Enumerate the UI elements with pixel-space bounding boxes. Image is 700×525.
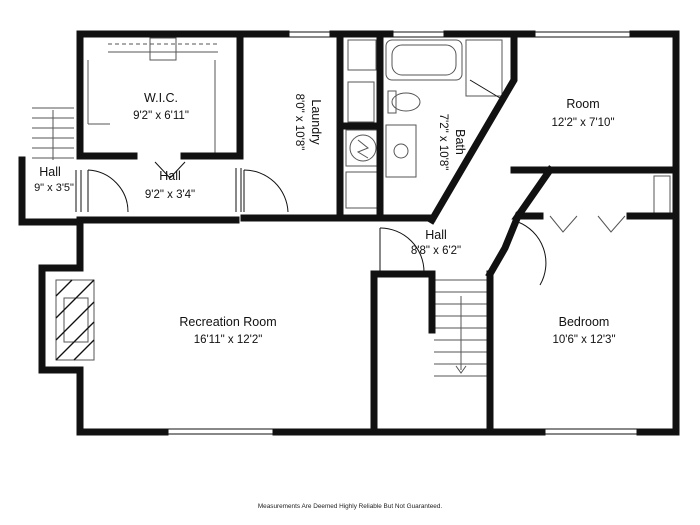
- bath-name: Bath: [453, 129, 467, 155]
- disclaimer-text: Measurements Are Deemed Highly Reliable …: [258, 503, 443, 510]
- hall-left-name: Hall: [39, 165, 61, 179]
- bedroom-dims: 10'6" x 12'3": [552, 334, 615, 346]
- hall-center-dims: 8'8" x 6'2": [411, 245, 461, 257]
- recreation-name: Recreation Room: [179, 315, 276, 329]
- walls: [18, 30, 680, 436]
- hall-left-dims: 9" x 3'5": [34, 182, 74, 194]
- recreation-dims: 16'11" x 12'2": [194, 334, 263, 346]
- hall-mid-name: Hall: [159, 169, 181, 183]
- door-swings: [87, 79, 547, 286]
- room-dims: 12'2" x 7'10": [551, 117, 614, 129]
- wic-name: W.I.C.: [144, 91, 178, 105]
- room-name: Room: [566, 97, 599, 111]
- laundry-name: Laundry: [309, 99, 323, 145]
- hall-mid-dims: 9'2" x 3'4": [145, 189, 195, 201]
- hall-center-name: Hall: [425, 228, 447, 242]
- windows: [75, 31, 640, 435]
- bath-dims: 7'2" x 10'8": [437, 114, 449, 171]
- wic-dims: 9'2" x 6'11": [133, 110, 189, 122]
- labels: W.I.C. 9'2" x 6'11" Laundry 8'0" x 10'8"…: [34, 91, 615, 510]
- fireplace-hatch: [55, 279, 95, 361]
- bedroom-name: Bedroom: [559, 315, 610, 329]
- laundry-dims: 8'0" x 10'8": [293, 94, 305, 151]
